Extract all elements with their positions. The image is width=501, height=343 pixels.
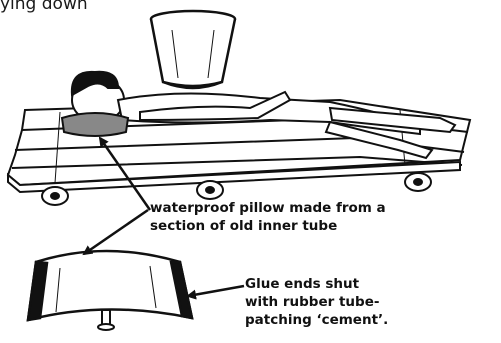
- glue-label: Glue ends shut with rubber tube- patchin…: [245, 275, 388, 329]
- pillow-label-line-1: waterproof pillow made from a: [150, 199, 386, 217]
- pillow: [62, 113, 128, 136]
- valve-stem: [98, 310, 114, 330]
- pillow-label-line-2: section of old inner tube: [150, 217, 386, 235]
- pillow-label: waterproof pillow made from a section of…: [150, 199, 386, 235]
- bucket: [151, 11, 235, 88]
- glue-label-line-1: Glue ends shut: [245, 275, 388, 293]
- wheel-middle: [197, 181, 223, 199]
- arrow-to-tube: [84, 210, 148, 254]
- glue-label-line-2: with rubber tube-: [245, 293, 388, 311]
- wheel-right: [405, 173, 431, 191]
- arrow-to-glued-end: [188, 286, 244, 296]
- wheel-left: [42, 187, 68, 205]
- glue-label-line-3: patching ‘cement’.: [245, 311, 388, 329]
